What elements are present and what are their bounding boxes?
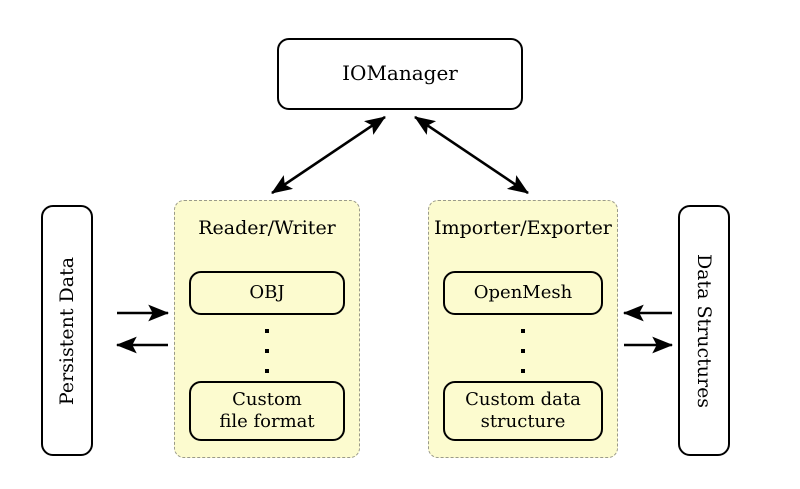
iomanager-label: IOManager bbox=[342, 61, 458, 86]
custom-data-structure-line2: structure bbox=[480, 411, 566, 432]
group-reader-writer-title: Reader/Writer bbox=[198, 217, 336, 239]
node-data-structures[interactable]: Data Structures bbox=[678, 205, 730, 456]
custom-data-structure-line1: Custom data bbox=[465, 389, 581, 411]
data-structures-label: Data Structures bbox=[693, 253, 715, 408]
node-iomanager[interactable]: IOManager bbox=[277, 38, 523, 110]
custom-file-format-line1: Custom bbox=[232, 389, 302, 411]
node-openmesh[interactable]: OpenMesh bbox=[443, 271, 603, 315]
node-obj[interactable]: OBJ bbox=[189, 271, 345, 315]
ellipsis-dot bbox=[521, 329, 525, 333]
ellipsis-dot bbox=[521, 369, 525, 373]
group-importer-exporter-title: Importer/Exporter bbox=[434, 217, 612, 239]
ellipsis-importer-exporter bbox=[429, 329, 617, 373]
node-custom-data-structure[interactable]: Custom data structure bbox=[443, 381, 603, 441]
node-persistent-data[interactable]: Persistent Data bbox=[41, 205, 93, 456]
custom-file-format-line2: file format bbox=[219, 411, 315, 432]
node-obj-label: OBJ bbox=[249, 282, 285, 304]
group-importer-exporter[interactable]: Importer/Exporter OpenMesh Custom data s… bbox=[428, 200, 618, 458]
persistent-data-label: Persistent Data bbox=[56, 256, 78, 405]
ellipsis-dot bbox=[265, 369, 269, 373]
group-reader-writer[interactable]: Reader/Writer OBJ Custom file format bbox=[174, 200, 360, 458]
node-openmesh-label: OpenMesh bbox=[473, 282, 573, 304]
ellipsis-dot bbox=[265, 349, 269, 353]
ellipsis-reader-writer bbox=[175, 329, 359, 373]
ellipsis-dot bbox=[265, 329, 269, 333]
arrow-iomanager-readerwriter bbox=[271, 115, 386, 195]
ellipsis-dot bbox=[521, 349, 525, 353]
arrow-iomanager-importerexporter bbox=[414, 115, 529, 195]
node-custom-file-format[interactable]: Custom file format bbox=[189, 381, 345, 441]
